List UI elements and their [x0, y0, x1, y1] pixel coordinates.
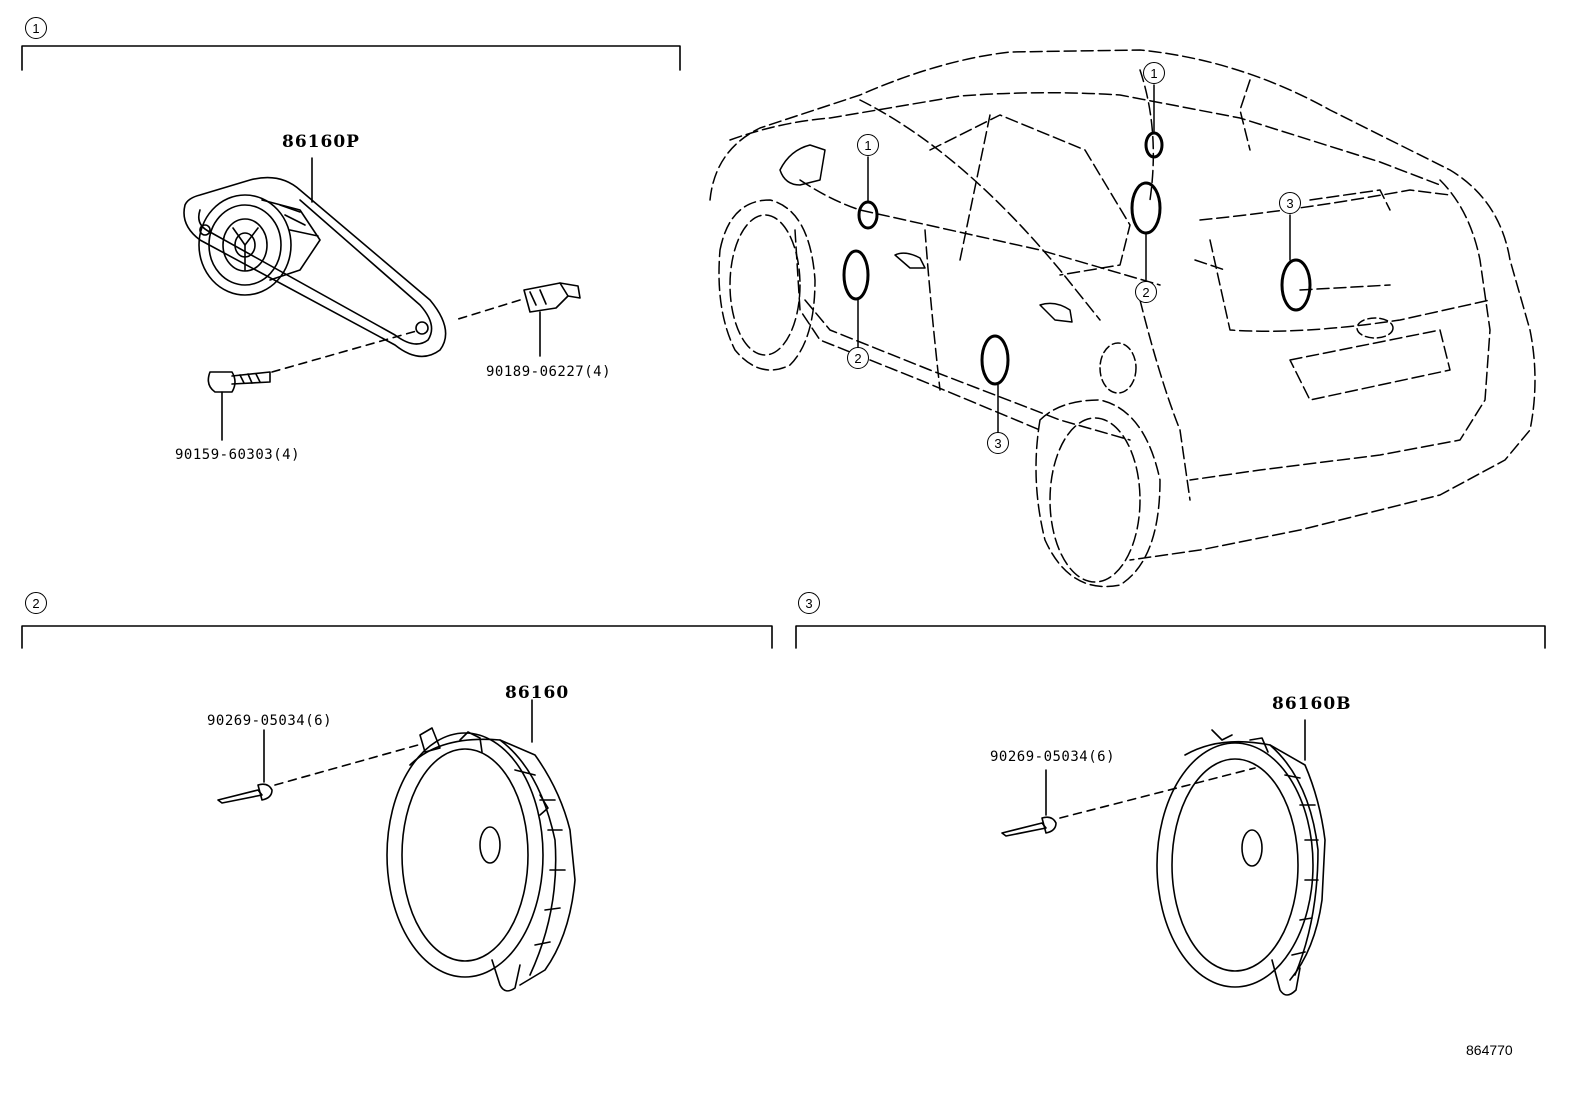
- part-number-screw-section-2: 90269-05034(6): [207, 713, 333, 729]
- car-speaker-ring-3a: [980, 334, 1010, 386]
- section-1-bracket: [21, 45, 681, 71]
- speaker-86160-drawing: [217, 699, 576, 992]
- part-number-86160P: 86160P: [282, 132, 360, 152]
- section-3-bracket: [795, 625, 1546, 649]
- car-callout-2-rear-pillar: 2: [1135, 281, 1157, 303]
- car-callout-2-front-door: 2: [847, 347, 869, 369]
- car-callout-1-rear-pillar: 1: [1143, 62, 1165, 84]
- car-speaker-ring-1b: [1144, 131, 1164, 159]
- car-drawing: [709, 49, 1536, 588]
- part-number-screw-section-3: 90269-05034(6): [990, 749, 1116, 765]
- speaker-86160B-drawing: [1001, 719, 1326, 996]
- car-speaker-ring-2b: [1130, 181, 1162, 235]
- tweeter-86160P-drawing: [183, 157, 581, 441]
- section-3-number: 3: [798, 592, 820, 614]
- car-callout-3-liftgate: 3: [1279, 192, 1301, 214]
- part-number-86160: 86160: [505, 683, 570, 703]
- car-callout-1-front-door: 1: [857, 134, 879, 156]
- section-1-number: 1: [25, 17, 47, 39]
- part-number-clip: 90189-06227(4): [486, 364, 612, 380]
- part-number-86160B: 86160B: [1272, 694, 1352, 714]
- car-speaker-ring-3b: [1280, 258, 1312, 312]
- car-speaker-ring-1a: [857, 200, 879, 230]
- part-number-screw: 90159-60303(4): [175, 447, 301, 463]
- section-2-bracket: [21, 625, 773, 649]
- diagram-id: 864770: [1466, 1042, 1513, 1058]
- car-callout-3-rear-door: 3: [987, 432, 1009, 454]
- section-2-number: 2: [25, 592, 47, 614]
- car-speaker-ring-2a: [842, 249, 870, 301]
